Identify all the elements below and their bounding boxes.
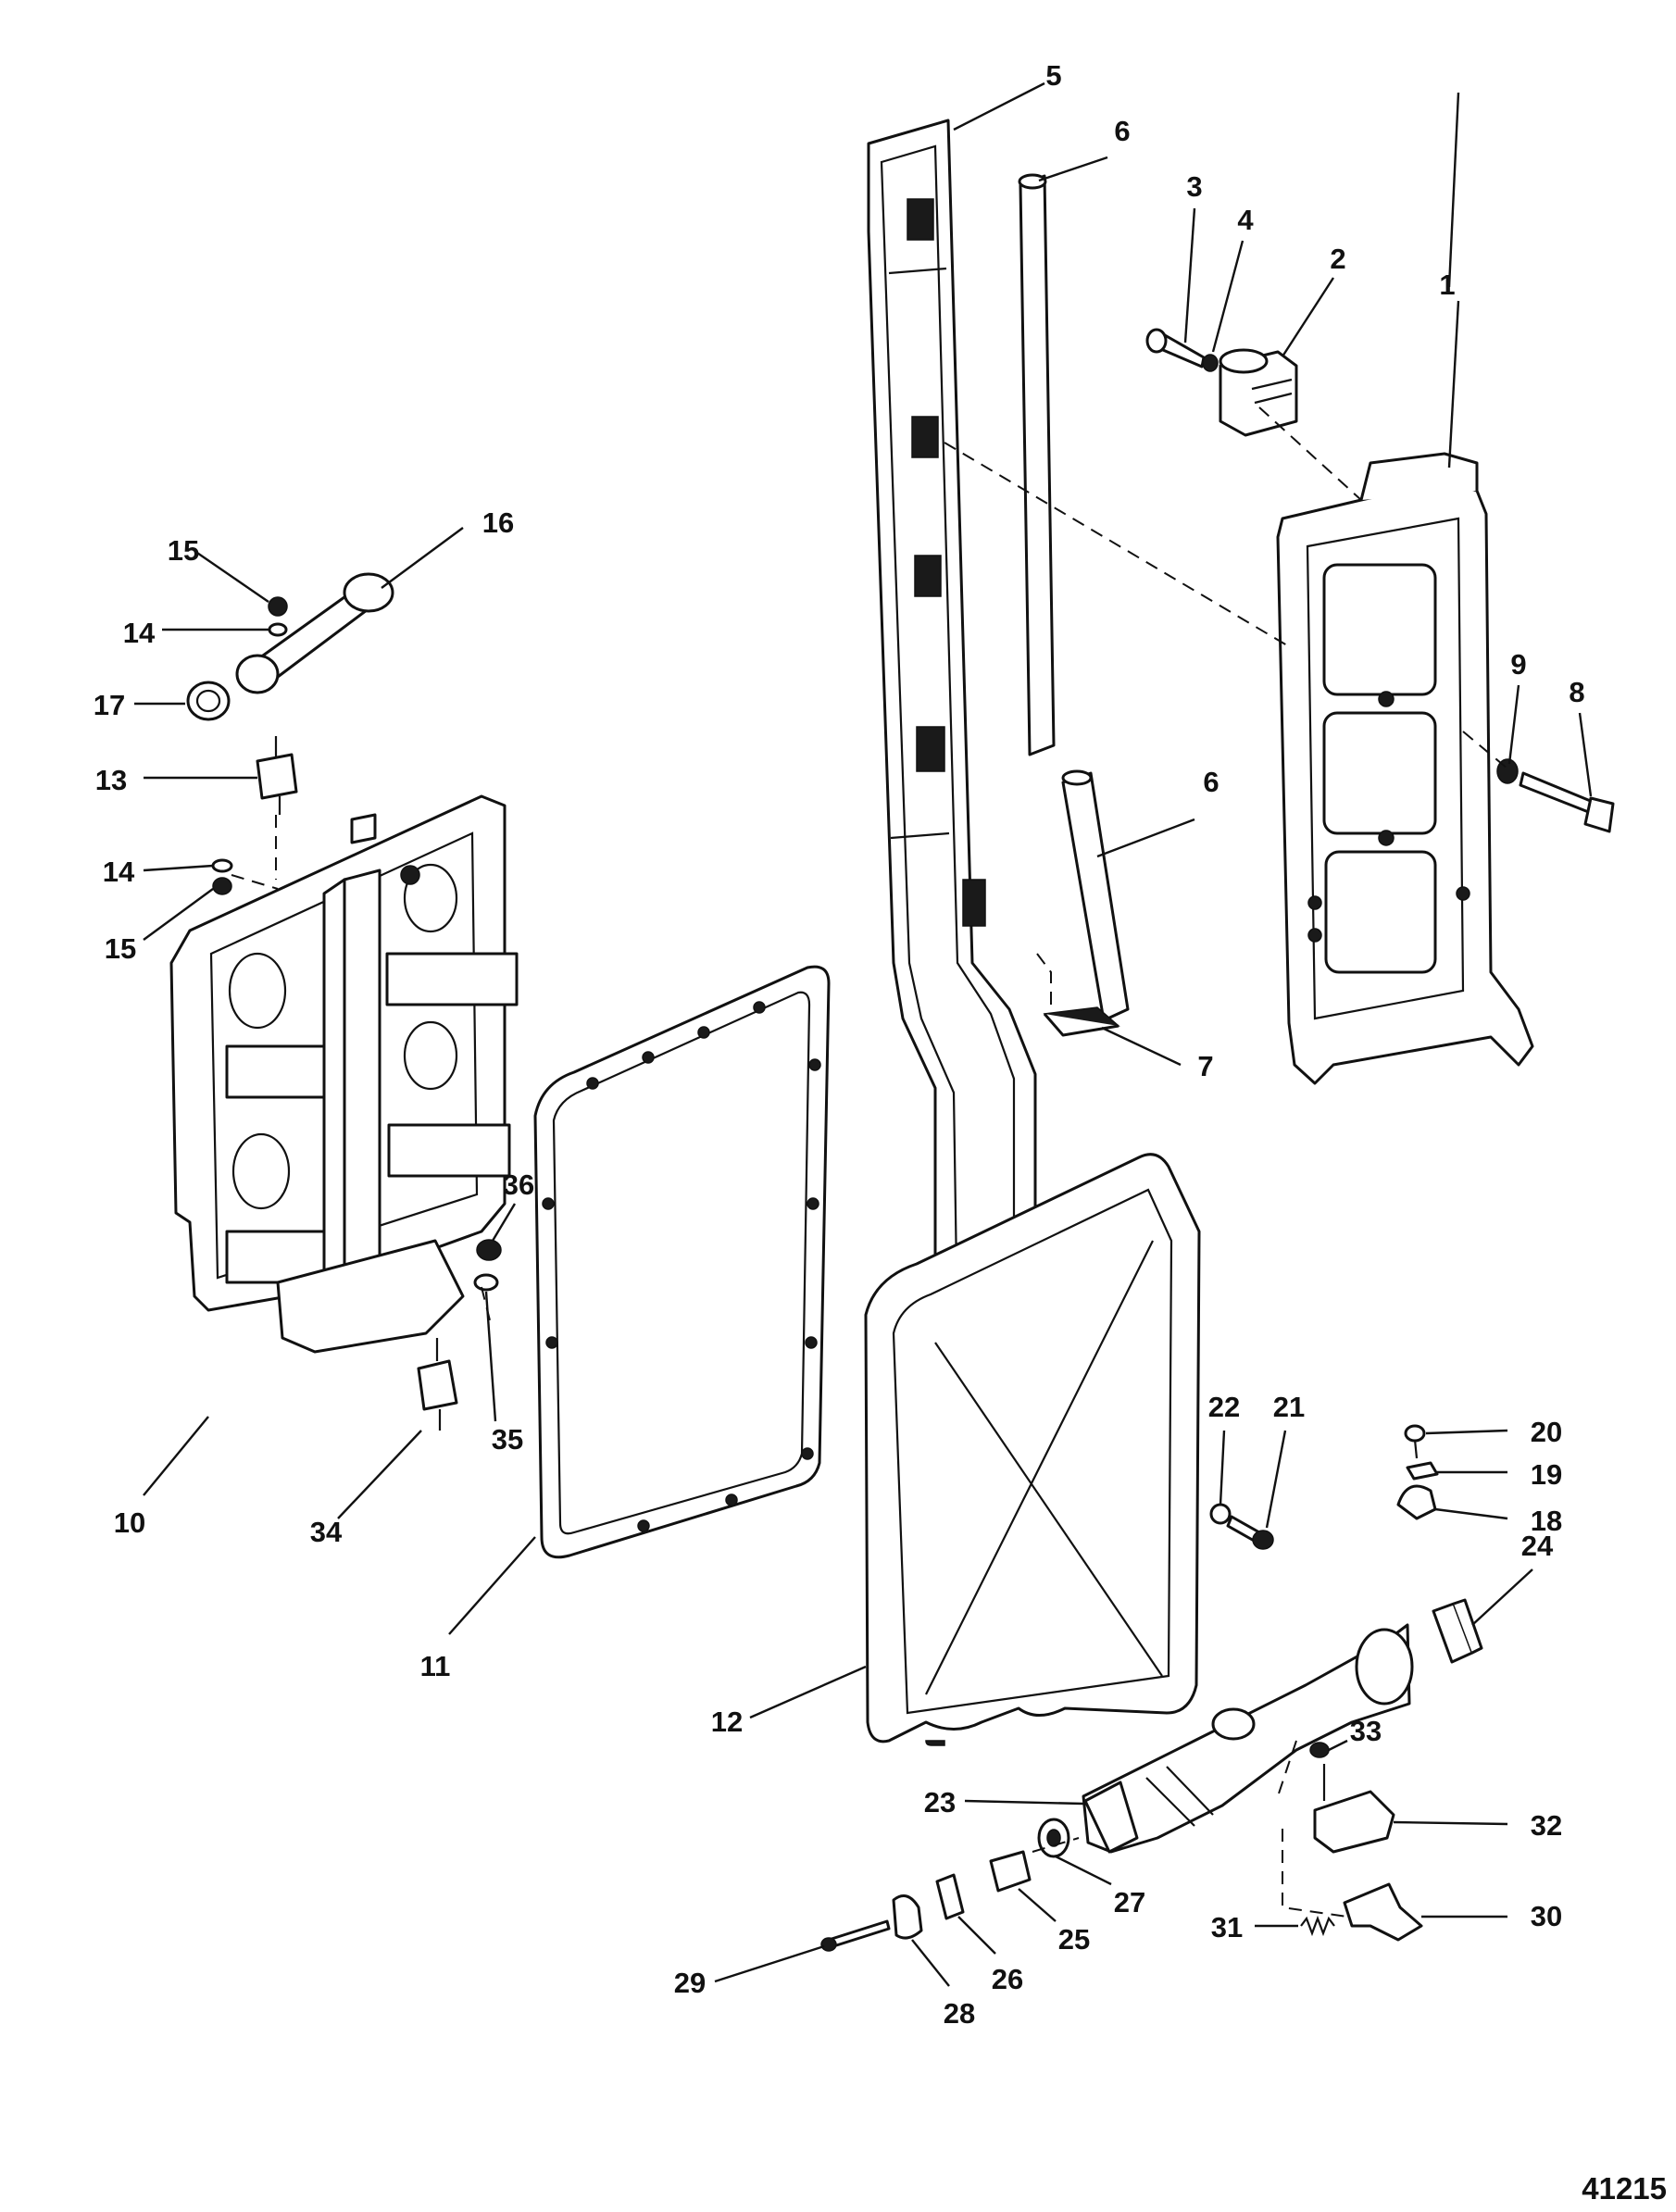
part-35-washer bbox=[473, 1273, 499, 1292]
part-18-clamp bbox=[1396, 1484, 1437, 1520]
callout-20: 20 bbox=[1531, 1416, 1562, 1448]
part-7-pad bbox=[1043, 1006, 1120, 1037]
callout-21: 21 bbox=[1273, 1391, 1305, 1423]
callout-2: 2 bbox=[1330, 243, 1345, 275]
part-12-cover bbox=[864, 1153, 1201, 1746]
callout-19: 19 bbox=[1531, 1458, 1562, 1491]
part-30-latch bbox=[1343, 1882, 1423, 1942]
part-25-bushing bbox=[989, 1850, 1032, 1893]
part-27-bushing bbox=[1037, 1818, 1070, 1858]
callout-1: 1 bbox=[1439, 269, 1455, 301]
callout-8: 8 bbox=[1569, 676, 1584, 708]
part-21-screw bbox=[1226, 1515, 1274, 1550]
figure-number: 41215 bbox=[1582, 2171, 1667, 2206]
callout-3: 3 bbox=[1186, 170, 1202, 203]
part-1-bracket-frame bbox=[1276, 452, 1534, 1085]
callout-28: 28 bbox=[944, 1997, 975, 2030]
part-31-spring bbox=[1300, 1915, 1335, 1937]
part-4-washer bbox=[1202, 354, 1219, 372]
callout-23: 23 bbox=[924, 1786, 956, 1818]
callout-35: 35 bbox=[492, 1423, 523, 1456]
callout-18: 18 bbox=[1531, 1505, 1562, 1537]
part-26-retainer bbox=[935, 1873, 965, 1920]
callout-33: 33 bbox=[1350, 1715, 1382, 1747]
part-6-tube-lower bbox=[1061, 769, 1130, 1022]
part-14-washer-lower bbox=[211, 858, 233, 873]
part-15-nut-upper bbox=[268, 596, 288, 617]
callout-27: 27 bbox=[1114, 1886, 1145, 1918]
part-6-tube-upper bbox=[1018, 173, 1056, 756]
part-32-link bbox=[1313, 1790, 1395, 1854]
part-24-block bbox=[1432, 1598, 1483, 1664]
callout-12: 12 bbox=[711, 1706, 743, 1738]
part-10-adapter-plate bbox=[169, 794, 519, 1354]
callout-22: 22 bbox=[1208, 1391, 1240, 1423]
part-2-clamp bbox=[1219, 348, 1298, 437]
callout-15-lower: 15 bbox=[105, 932, 136, 965]
part-33-screw bbox=[1309, 1742, 1330, 1801]
callout-5: 5 bbox=[1045, 59, 1061, 92]
part-16-bracket bbox=[235, 572, 394, 694]
callout-9: 9 bbox=[1510, 648, 1526, 681]
part-5-adapter-plate bbox=[867, 119, 1037, 1428]
callout-31: 31 bbox=[1211, 1911, 1243, 1943]
part-8-bolt bbox=[1519, 771, 1615, 833]
assembly-lines bbox=[231, 406, 1508, 1918]
callout-34: 34 bbox=[310, 1516, 343, 1548]
callout-7: 7 bbox=[1197, 1050, 1213, 1082]
part-14-washer-upper bbox=[268, 622, 288, 637]
part-3-screw bbox=[1145, 328, 1206, 369]
callout-13: 13 bbox=[95, 764, 127, 796]
part-19-nut-plate bbox=[1406, 1461, 1439, 1481]
callout-labels: 1 2 3 4 5 6 6 7 8 9 10 11 12 13 14 14 15… bbox=[94, 59, 1585, 2030]
callout-32: 32 bbox=[1531, 1809, 1562, 1842]
callout-26: 26 bbox=[992, 1963, 1023, 1995]
part-17-grommet bbox=[186, 681, 231, 721]
part-20-screw bbox=[1404, 1424, 1426, 1459]
part-29-screw bbox=[820, 1919, 891, 1952]
callout-10: 10 bbox=[114, 1506, 145, 1539]
part-23-throttle-arm bbox=[1082, 1623, 1414, 1854]
part-15-nut-lower bbox=[212, 877, 232, 895]
callout-6-upper: 6 bbox=[1114, 115, 1130, 147]
leader-lines bbox=[134, 81, 1593, 1987]
callout-16: 16 bbox=[482, 506, 514, 539]
callout-15-upper: 15 bbox=[168, 534, 199, 567]
part-34-mount bbox=[417, 1338, 458, 1431]
callout-29: 29 bbox=[674, 1967, 706, 1999]
callout-4: 4 bbox=[1237, 204, 1254, 236]
part-28-cam bbox=[892, 1894, 923, 1940]
callout-14-upper: 14 bbox=[123, 617, 156, 649]
callout-17: 17 bbox=[94, 689, 125, 721]
callout-24: 24 bbox=[1521, 1530, 1554, 1562]
callout-36: 36 bbox=[503, 1168, 534, 1201]
part-36-nut bbox=[476, 1239, 502, 1261]
callout-25: 25 bbox=[1058, 1923, 1090, 1956]
part-13-mount bbox=[256, 736, 298, 815]
callout-14-lower: 14 bbox=[103, 856, 135, 888]
part-11-gasket bbox=[533, 965, 831, 1559]
part-22-washer bbox=[1209, 1503, 1232, 1525]
callout-30: 30 bbox=[1531, 1900, 1562, 1932]
callout-11: 11 bbox=[420, 1650, 451, 1682]
callout-6-lower: 6 bbox=[1203, 766, 1219, 798]
